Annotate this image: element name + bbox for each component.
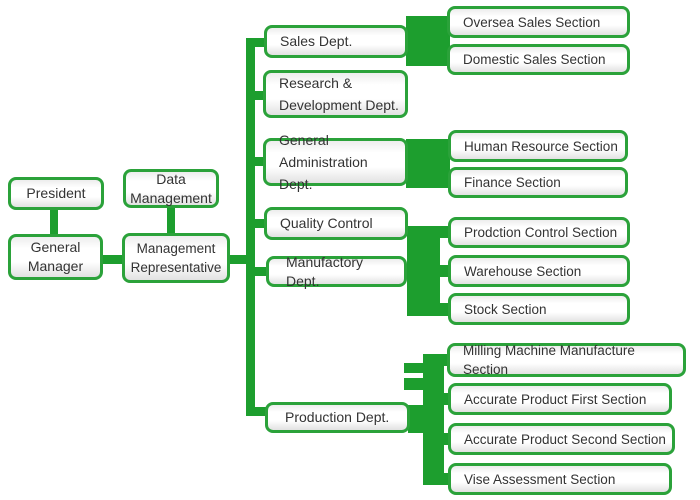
- connector-stub-accurate-first: [443, 393, 450, 405]
- connector-production-box-bar: [408, 405, 424, 433]
- node-sales-dept-label: Sales Dept.: [280, 33, 353, 49]
- node-accurate-second-section-label: Accurate Product Second Section: [464, 431, 666, 447]
- connector-stub-accurate-second: [443, 433, 450, 445]
- node-quality-control: Quality Control: [264, 207, 408, 240]
- connector-stub-vise: [443, 473, 450, 485]
- node-research-development-dept: Research & Development Dept.: [263, 70, 408, 118]
- node-prodction-control-section-label: Prodction Control Section: [464, 225, 618, 240]
- connector-branch-qc: [254, 219, 266, 228]
- node-general-manager: General Manager: [8, 234, 103, 280]
- node-general-manager-label: General Manager: [27, 239, 84, 274]
- node-general-administration-dept-label: General Administration Dept.: [279, 132, 368, 192]
- node-warehouse-section-label: Warehouse Section: [464, 263, 582, 279]
- node-milling-machine-section-label: Milling Machine Manufacture Section: [463, 343, 635, 377]
- node-stock-section: Stock Section: [448, 293, 630, 325]
- connector-dm-mr: [167, 206, 175, 234]
- node-manufactory-dept: Manufactory Dept.: [266, 254, 407, 289]
- connector-president-gm: [50, 209, 58, 235]
- node-quality-control-label: Quality Control: [280, 215, 373, 231]
- connector-production-bar: [423, 354, 444, 485]
- node-manufactory-dept-label: Manufactory Dept.: [286, 253, 364, 289]
- connector-branch-sales: [254, 38, 266, 47]
- connector-trunk: [246, 38, 255, 416]
- connector-gm-mr: [101, 255, 123, 264]
- node-president-label: President: [26, 185, 86, 201]
- connector-branch-production: [254, 407, 267, 416]
- node-oversea-sales-section-label: Oversea Sales Section: [463, 14, 601, 30]
- node-human-resource-section: Human Resource Section: [448, 130, 628, 162]
- connector-sales-sections: [406, 16, 450, 66]
- node-human-resource-section-label: Human Resource Section: [464, 138, 618, 154]
- node-sales-dept: Sales Dept.: [264, 25, 408, 58]
- connector-production-elbow-lower: [404, 378, 424, 390]
- connector-branch-manufactory: [254, 267, 268, 276]
- node-accurate-first-section-label: Accurate Product First Section: [464, 391, 647, 407]
- node-domestic-sales-section-label: Domestic Sales Section: [463, 52, 606, 67]
- node-production-dept: Production Dept.: [265, 402, 410, 433]
- node-production-dept-label: Production Dept.: [285, 409, 390, 425]
- connector-ga-sections: [406, 139, 450, 188]
- node-milling-machine-section: Milling Machine Manufacture Section: [447, 343, 686, 377]
- node-accurate-first-section: Accurate Product First Section: [448, 383, 672, 415]
- node-data-management: Data Management: [123, 169, 219, 208]
- node-prodction-control-section: Prodction Control Section: [448, 217, 630, 248]
- node-stock-section-label: Stock Section: [464, 301, 547, 317]
- connector-qc-manufactory-bar: [407, 226, 440, 316]
- connector-branch-ga: [254, 157, 266, 166]
- connector-branch-rd: [254, 91, 266, 100]
- node-accurate-second-section: Accurate Product Second Section: [448, 423, 675, 455]
- node-vise-assessment-section: Vise Assessment Section: [448, 463, 672, 495]
- connector-stub-warehouse: [438, 265, 450, 277]
- node-warehouse-section: Warehouse Section: [448, 255, 630, 287]
- connector-production-elbow-upper: [404, 363, 424, 373]
- node-president: President: [8, 177, 104, 210]
- connector-stub-prodction-control: [438, 226, 450, 238]
- node-research-development-dept-label: Research & Development Dept.: [279, 75, 399, 113]
- node-general-administration-dept: General Administration Dept.: [263, 132, 408, 192]
- node-management-representative-label: Management Representative: [130, 241, 222, 275]
- node-vise-assessment-section-label: Vise Assessment Section: [464, 471, 616, 487]
- connector-stub-milling: [443, 354, 450, 366]
- connector-mr-trunk: [229, 255, 255, 264]
- connector-stub-stock: [438, 303, 450, 316]
- node-domestic-sales-section: Domestic Sales Section: [447, 44, 630, 75]
- node-finance-section: Finance Section: [448, 167, 628, 198]
- node-data-management-label: Data Management: [130, 170, 212, 206]
- node-management-representative: Management Representative: [122, 233, 230, 283]
- node-oversea-sales-section: Oversea Sales Section: [447, 6, 630, 38]
- node-finance-section-label: Finance Section: [464, 175, 561, 190]
